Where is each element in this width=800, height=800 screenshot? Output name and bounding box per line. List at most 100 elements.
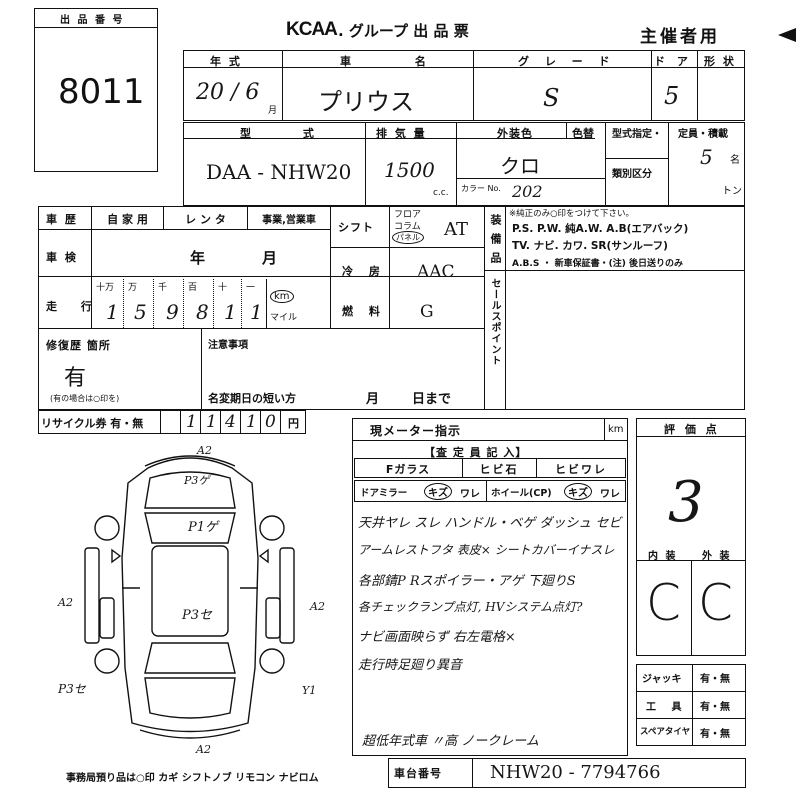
shift-column-option[interactable]: コラム <box>394 222 421 232</box>
mileage-unit: 千 <box>158 283 168 293</box>
inspector-note-line: アームレストフタ 表皮× シートカバーイナスレ <box>358 543 615 557</box>
type-spec-label: 型式指定・ <box>612 129 662 140</box>
car-name-value: プリウス <box>318 88 414 116</box>
fglass-row <box>354 458 626 478</box>
km-unit-option[interactable]: km <box>270 290 294 303</box>
diagram-mark-rear: A2 <box>196 743 211 756</box>
equipment-line3: A.B.S ・ 新車保証書・(注) 後日送りのみ <box>512 259 683 269</box>
history-frame <box>38 206 745 410</box>
mile-unit-option[interactable]: マイル <box>270 313 298 323</box>
name-change-deadline-label: 名変期日の短い方 <box>208 392 296 405</box>
door-mirror-label: ドアミラー <box>360 488 408 499</box>
history-label: 車 歴 <box>46 213 78 226</box>
inspection-month: 月 <box>262 249 280 267</box>
mirror-scratch-option[interactable]: キズ <box>424 483 452 500</box>
mileage-digit: 1 <box>224 300 237 324</box>
exterior-label: 外 装 <box>702 551 732 562</box>
ac-label: 冷 房 <box>342 265 386 278</box>
recycle-frame <box>38 410 306 434</box>
meter-label: 現メーター指示 <box>370 424 462 438</box>
wheel-label: ホイール(CP) <box>491 488 552 499</box>
history-rental-option[interactable]: レ ン タ <box>185 213 226 226</box>
repair-history-note: (有の場合は○印を) <box>50 394 120 403</box>
color-number-label: カラー No. <box>461 184 501 193</box>
history-private-option[interactable]: 自 家 用 <box>107 213 148 226</box>
interior-label: 内 装 <box>648 551 678 562</box>
shift-floor-option[interactable]: フロア <box>394 210 422 220</box>
accessories-frame <box>636 664 746 746</box>
equipment-note: ※純正のみ○印をつけて下さい。 <box>509 209 635 219</box>
deadline-month: 月 <box>366 392 382 407</box>
displacement-value: 1500 <box>384 158 435 182</box>
mileage-unit: 万 <box>128 283 138 293</box>
tools-presence-option[interactable]: 有・無 <box>700 702 730 713</box>
kcaa-logo: KCAA <box>286 19 338 40</box>
inspection-label: 車 検 <box>46 251 78 264</box>
chassis-frame <box>388 758 746 788</box>
exterior-color-value: クロ <box>500 154 540 178</box>
diagram-mark-left: A2 <box>58 596 73 609</box>
equipment-label: 装 備 品 <box>489 214 502 265</box>
diagram-mark-rear-right: Y1 <box>302 684 317 697</box>
spare-presence-option[interactable]: 有・無 <box>700 729 730 740</box>
equipment-line2: TV. ナビ. カワ. SR(サンルーフ) <box>512 240 668 252</box>
evaluation-label: 評 価 点 <box>664 423 720 436</box>
car-name-label: 車 名 <box>340 55 456 68</box>
mileage-unit: 十 <box>218 283 228 293</box>
notes-label: 注意事項 <box>208 340 248 351</box>
chip-option[interactable]: ヒビ石 <box>479 463 519 476</box>
doors-value: 5 <box>664 82 680 110</box>
chassis-number: NHW20 - 7794766 <box>490 762 661 783</box>
capacity-label: 定員・積載 <box>678 129 728 140</box>
diagram-mark-roof: P1ゲ <box>188 520 219 535</box>
year-label: 年 式 <box>210 55 242 68</box>
lot-number-label: 出 品 番 号 <box>60 15 125 26</box>
mirror-wheel-row <box>354 480 626 502</box>
mileage-unit: 一 <box>246 283 256 293</box>
wheel-rear-right <box>259 648 285 674</box>
history-business-option[interactable]: 事業,営業車 <box>262 215 316 226</box>
inspector-frame <box>352 418 628 756</box>
wheel-scratch-option[interactable]: キズ <box>564 483 592 500</box>
recycle-label: リサイクル券 有・無 <box>41 417 144 430</box>
corner-mark-icon <box>778 28 796 42</box>
sales-point-label: セールスポイント <box>489 278 500 366</box>
spare-tire-label: スペアタイヤ <box>640 727 691 737</box>
form-title: . グループ 出 品 票 <box>338 22 469 40</box>
cc-unit: c.c. <box>433 188 449 198</box>
grade-label: グ レ ー ド <box>518 55 616 68</box>
recycle-yen: 円 <box>288 417 301 430</box>
inspector-header: 【査 定 員 記 入】 <box>424 446 528 459</box>
row2-frame <box>183 122 745 206</box>
year-value: 20 / 6 <box>196 80 260 105</box>
recycle-digit: 0 <box>265 412 276 432</box>
shift-value: AT <box>444 219 469 240</box>
mirror-broken-option[interactable]: ワレ <box>460 489 480 500</box>
diagram-mark-rear-left: P3セ <box>58 682 86 696</box>
jack-presence-option[interactable]: 有・無 <box>700 674 730 685</box>
diagram-mark-trunk: P3セ <box>182 608 213 623</box>
inspection-year: 年 <box>190 249 208 267</box>
lot-number-value: 8011 <box>58 72 145 112</box>
deadline-day: 日まで <box>412 392 452 407</box>
year-month-unit: 月 <box>268 106 278 116</box>
car-damage-diagram <box>84 455 295 739</box>
equipment-line1: P.S. P.W. 純A.W. A.B(エアバック) <box>512 223 689 235</box>
ac-value: AAC <box>417 262 455 282</box>
displacement-label: 排 気 量 <box>376 127 427 140</box>
crack-option[interactable]: ヒビワレ <box>555 463 607 476</box>
interior-grade: C <box>646 574 681 632</box>
recycle-digit: 1 <box>246 412 257 432</box>
fuel-value: G <box>420 302 434 322</box>
mileage-label: 走 行 <box>46 300 102 313</box>
mileage-digit: 1 <box>106 300 119 324</box>
exterior-color-label: 外装色 <box>497 127 533 140</box>
diagram-mark-hood: P3ゲ <box>184 474 210 487</box>
wheel-rear-left <box>94 648 120 674</box>
shift-panel-option[interactable]: パネル <box>392 231 424 244</box>
shape-label: 形 状 <box>704 55 736 68</box>
wheel-broken-option[interactable]: ワレ <box>600 489 620 500</box>
inspector-note-line: 各チェックランプ点灯, HVシステム点灯? <box>358 600 583 614</box>
mileage-digit: 8 <box>196 300 209 324</box>
evaluation-score: 3 <box>668 470 704 535</box>
